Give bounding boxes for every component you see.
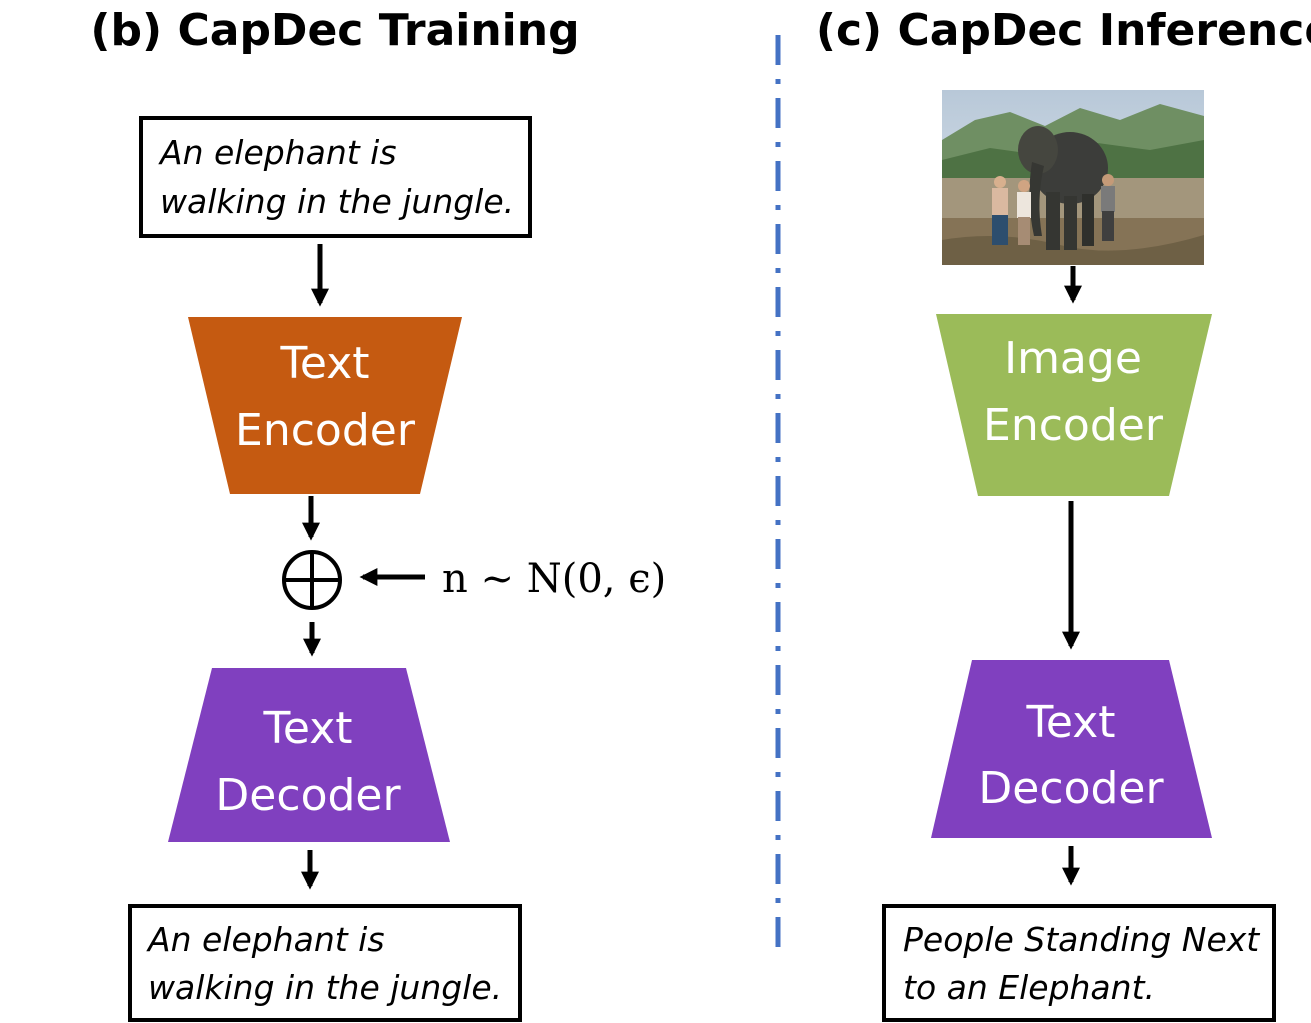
text-decoder-label-1-training: Text bbox=[263, 703, 353, 754]
text-encoder-label-1: Text bbox=[280, 338, 370, 389]
text-encoder-label-2: Encoder bbox=[235, 405, 416, 456]
text-decoder-label-2-inference: Decoder bbox=[978, 763, 1164, 814]
training-input-caption-box: An elephant is walking in the jungle. bbox=[139, 116, 532, 238]
inference-output-line-1: People Standing Next bbox=[903, 920, 1260, 959]
inference-output-line-2: to an Elephant. bbox=[903, 968, 1155, 1007]
image-encoder-shape bbox=[936, 314, 1212, 496]
image-encoder-block: Image Encoder bbox=[936, 314, 1212, 496]
elephant-photo bbox=[942, 90, 1204, 265]
text-decoder-block-training: Text Decoder bbox=[168, 668, 450, 842]
text-decoder-block-inference: Text Decoder bbox=[931, 660, 1212, 838]
text-decoder-shape-training bbox=[168, 668, 450, 842]
training-output-caption-box: An elephant is walking in the jungle. bbox=[128, 904, 522, 1022]
circle-plus-icon bbox=[282, 550, 342, 610]
training-input-line-2: walking in the jungle. bbox=[160, 182, 514, 221]
text-encoder-block: Text Encoder bbox=[188, 317, 462, 494]
training-output-line-2: walking in the jungle. bbox=[148, 968, 502, 1007]
text-decoder-label-1-inference: Text bbox=[1026, 697, 1116, 748]
text-decoder-shape-inference bbox=[931, 660, 1212, 838]
inference-title: (c) CapDec Inference bbox=[816, 5, 1311, 56]
training-input-line-1: An elephant is bbox=[158, 133, 397, 172]
image-encoder-label-2: Encoder bbox=[983, 400, 1164, 451]
noise-formula: n ~ N(0, ϵ) bbox=[442, 556, 666, 602]
text-decoder-label-2-training: Decoder bbox=[215, 770, 401, 821]
inference-output-caption-box: People Standing Next to an Elephant. bbox=[882, 904, 1276, 1022]
text-encoder-shape bbox=[188, 317, 462, 494]
training-output-line-1: An elephant is bbox=[146, 920, 385, 959]
training-title: (b) CapDec Training bbox=[90, 5, 579, 56]
image-encoder-label-1: Image bbox=[1004, 333, 1142, 384]
